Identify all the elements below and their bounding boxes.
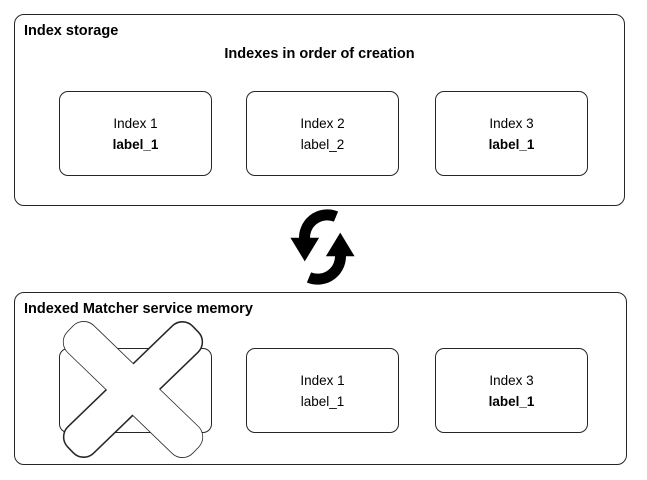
storage-index-1-box: Index 1 label_1 xyxy=(59,91,212,176)
matcher-memory-panel: Indexed Matcher service memory Index 2 l… xyxy=(14,292,627,465)
memory-index-3-box: Index 3 label_1 xyxy=(435,348,588,433)
index-label: label_2 xyxy=(300,136,345,152)
index-label: label_1 xyxy=(488,393,535,409)
index-name: Index 1 xyxy=(113,115,158,131)
index-label: label_2 xyxy=(113,393,158,409)
index-name: Index 3 xyxy=(489,372,534,388)
memory-index-2-box-deleted: Index 2 label_2 xyxy=(59,348,212,433)
sync-arrows-icon xyxy=(283,209,362,285)
index-storage-panel: Index storage Indexes in order of creati… xyxy=(14,14,625,206)
memory-index-1-box: Index 1 label_1 xyxy=(246,348,399,433)
index-name: Index 2 xyxy=(300,115,345,131)
index-label: label_1 xyxy=(112,136,159,152)
index-label: label_1 xyxy=(488,136,535,152)
indexes-order-heading: Indexes in order of creation xyxy=(224,46,415,62)
storage-index-3-box: Index 3 label_1 xyxy=(435,91,588,176)
matcher-memory-title: Indexed Matcher service memory xyxy=(24,301,253,317)
index-name: Index 1 xyxy=(300,372,345,388)
index-name: Index 2 xyxy=(113,372,158,388)
index-storage-title: Index storage xyxy=(24,23,119,39)
storage-index-2-box: Index 2 label_2 xyxy=(246,91,399,176)
index-label: label_1 xyxy=(300,393,345,409)
index-name: Index 3 xyxy=(489,115,534,131)
